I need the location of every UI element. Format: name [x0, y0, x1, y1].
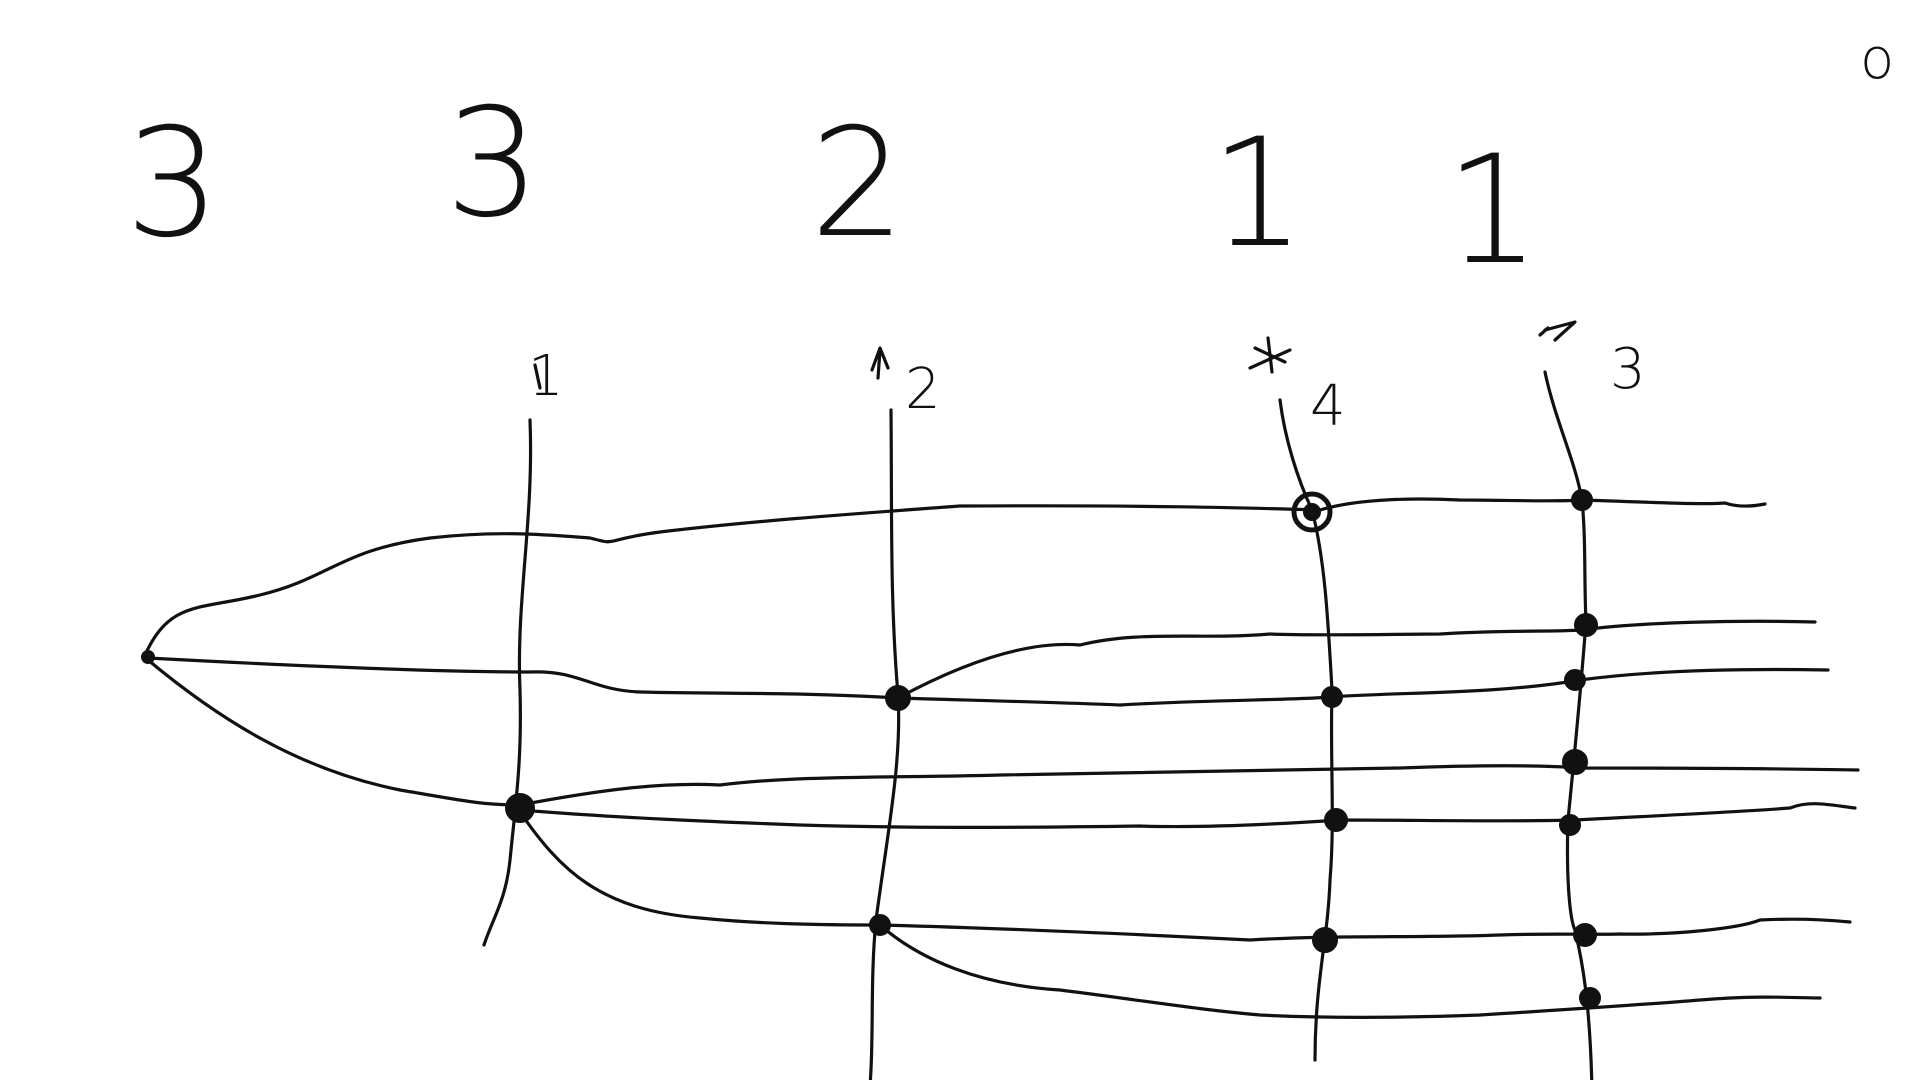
- horizontal-line-third-b: [1578, 667, 1830, 682]
- horizontal-lines: [143, 497, 1860, 1019]
- root-node: [141, 650, 155, 664]
- junction-ring-4: [1291, 491, 1333, 533]
- horizontal-line-third: [896, 619, 1817, 700]
- junction-dot-9: [1574, 613, 1598, 637]
- column-label-4: 3: [1610, 337, 1646, 402]
- junction-dot-7: [1312, 927, 1338, 953]
- junction-dots: [141, 489, 1601, 1009]
- column-label-3: 4: [1310, 374, 1346, 439]
- junction-dot-8: [1571, 489, 1593, 511]
- junction-dot-14: [1579, 987, 1601, 1009]
- horizontal-line-top-a: [143, 504, 1322, 657]
- header-number-2: 3: [445, 77, 540, 251]
- column-mark-1: [533, 363, 542, 390]
- header-numbers: 3 3 2 1 1: [125, 77, 1540, 298]
- column-marks: [533, 320, 1577, 390]
- column-label-2: 2: [905, 357, 941, 422]
- horizontal-line-seventh: [878, 923, 1822, 1019]
- junction-dot-12: [1559, 814, 1581, 836]
- horizontal-line-top-b: [1318, 497, 1767, 512]
- header-number-3: 2: [810, 97, 905, 271]
- junction-dot-2: [885, 685, 911, 711]
- column-label-1: 1: [528, 344, 564, 409]
- column-mark-4: [1538, 320, 1577, 342]
- header-number-5: 1: [1445, 124, 1540, 298]
- junction-dot-5: [1321, 686, 1343, 708]
- vertical-lines: [482, 370, 1594, 1080]
- column-labels: 1 2 4 3: [528, 337, 1646, 439]
- horizontal-line-second: [146, 656, 1582, 707]
- horizontal-line-sixth: [518, 810, 1852, 942]
- junction-dot-10: [1564, 669, 1586, 691]
- vertical-line-2: [868, 408, 901, 1080]
- horizontal-line-fifth: [518, 802, 1857, 829]
- column-mark-star: [1248, 336, 1292, 374]
- junction-dot-1: [505, 793, 535, 823]
- junction-dot-11: [1562, 749, 1588, 775]
- junction-dot-13: [1573, 923, 1597, 947]
- vertical-line-1: [482, 418, 533, 947]
- header-number-4: 1: [1210, 107, 1305, 281]
- junction-dot-6: [1324, 808, 1348, 832]
- vertical-line-4: [1543, 370, 1594, 1080]
- junction-dot-3: [869, 914, 891, 936]
- column-mark-arrow: [870, 346, 890, 380]
- header-number-1: 3: [125, 97, 220, 271]
- corner-mark: o: [1860, 27, 1894, 92]
- horizontal-line-fourth: [146, 658, 1860, 807]
- junction-dot-4: [1303, 503, 1321, 521]
